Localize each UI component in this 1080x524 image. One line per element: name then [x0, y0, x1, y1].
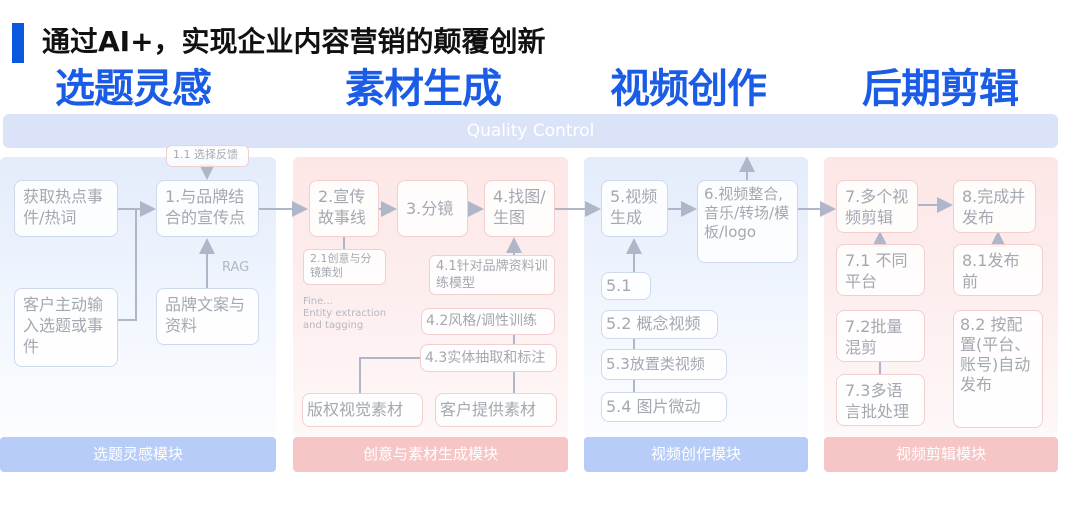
box-style: 4.2风格/调性训练	[421, 308, 555, 335]
footer-material-module: 创意与素材生成模块	[293, 437, 568, 472]
box-feedback: 1.1 选择反馈	[166, 145, 249, 167]
box-video-gen: 5.视频生成	[601, 180, 668, 237]
box-brand-docs: 品牌文案与资料	[156, 288, 259, 345]
box-entity: 4.3实体抽取和标注	[420, 344, 557, 372]
quality-control-bar: Quality Control	[3, 114, 1058, 148]
box-batch-mix: 7.2批量混剪	[836, 310, 925, 362]
note-tagging: and tagging	[303, 320, 364, 331]
box-storyboard: 3.分镜	[397, 180, 468, 237]
box-multi-edit: 7.多个视频剪辑	[836, 180, 918, 233]
box-pre-publish: 8.1发布前	[953, 244, 1043, 296]
footer-video-module: 视频创作模块	[584, 437, 808, 472]
box-client-material: 客户提供素材	[435, 393, 557, 427]
box-brand-point: 1.与品牌结合的宣传点	[156, 180, 259, 237]
overlay-topic: 选题灵感	[55, 66, 212, 112]
overlay-video: 视频创作	[610, 66, 767, 112]
box-publish: 8.完成并发布	[953, 180, 1036, 233]
note-entity: Entity extraction	[303, 308, 387, 319]
page-title: 通过AI+，实现企业内容营销的颠覆创新	[42, 25, 546, 58]
box-customer-input: 客户主动输入选题或事件	[14, 288, 118, 367]
box-story: 2.宣传故事线	[309, 180, 379, 237]
box-find-image: 4.找图/生图	[484, 180, 555, 237]
footer-edit-module: 视频剪辑模块	[824, 437, 1058, 472]
box-platform: 7.1 不同平台	[836, 244, 925, 296]
box-hot-events: 获取热点事件/热词	[14, 180, 118, 237]
box-multilang: 7.3多语言批处理	[836, 374, 925, 426]
rag-label: RAG	[222, 260, 250, 275]
overlay-edit: 后期剪辑	[862, 66, 1019, 112]
box-placement: 5.3放置类视频	[601, 349, 727, 380]
footer-topic-module: 选题灵感模块	[0, 437, 276, 472]
box-copyright: 版权视觉素材	[302, 393, 423, 427]
box-auto-publish: 8.2 按配置(平台、账号)自动发布	[953, 310, 1043, 428]
overlay-material: 素材生成	[345, 66, 502, 112]
note-fine: Fine...	[303, 296, 333, 307]
box-micro-motion: 5.4 图片微动	[601, 392, 727, 422]
box-5-1: 5.1	[601, 272, 651, 300]
box-creative: 2.1创意与分镜策划	[303, 249, 386, 285]
box-integrate: 6.视频整合,音乐/转场/模板/logo	[697, 180, 798, 263]
box-concept: 5.2 概念视频	[601, 310, 718, 339]
box-train-model: 4.1针对品牌资料训练模型	[429, 255, 555, 295]
title-accent-bar	[12, 23, 24, 63]
